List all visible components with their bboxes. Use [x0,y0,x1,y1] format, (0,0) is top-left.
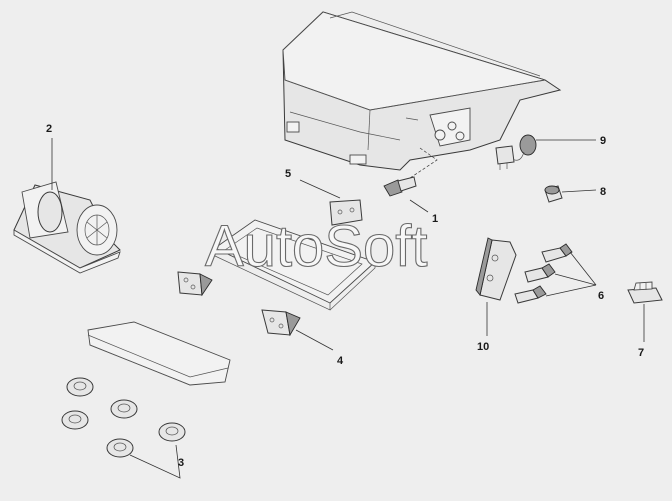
connector-part-7: 7 [627,281,663,359]
switch-part-9: 9 [495,134,606,170]
blower-fan-part-2: 2 [13,123,121,274]
grommet [61,410,89,430]
bracket-part-4: 4 [261,309,344,367]
callout-3: 3 [178,457,184,469]
callout-10: 10 [477,341,489,353]
callout-1: 1 [432,213,438,225]
grommet [106,438,134,458]
cap-nut-part-8: 8 [544,185,606,203]
watermark: AutoSoft [205,214,427,279]
callout-4: 4 [337,355,344,367]
bolt-part-1: 1 [383,147,438,225]
grommet [110,399,138,419]
callout-5: 5 [285,168,291,180]
callout-2: 2 [46,123,52,135]
grommet [66,377,94,397]
small-bracket [177,271,213,297]
callout-8: 8 [600,186,606,198]
plate-part-5: 5 [285,168,363,226]
callout-6: 6 [598,290,604,302]
callout-9: 9 [600,135,606,147]
wedge-bracket-part-10: 10 [475,237,517,353]
heater-housing [282,11,562,171]
screws-part-6: 6 [514,243,604,304]
grommet [158,422,186,442]
callout-7: 7 [638,347,644,359]
duct-frame [214,219,376,311]
grommets-part-3: 3 [61,321,231,479]
